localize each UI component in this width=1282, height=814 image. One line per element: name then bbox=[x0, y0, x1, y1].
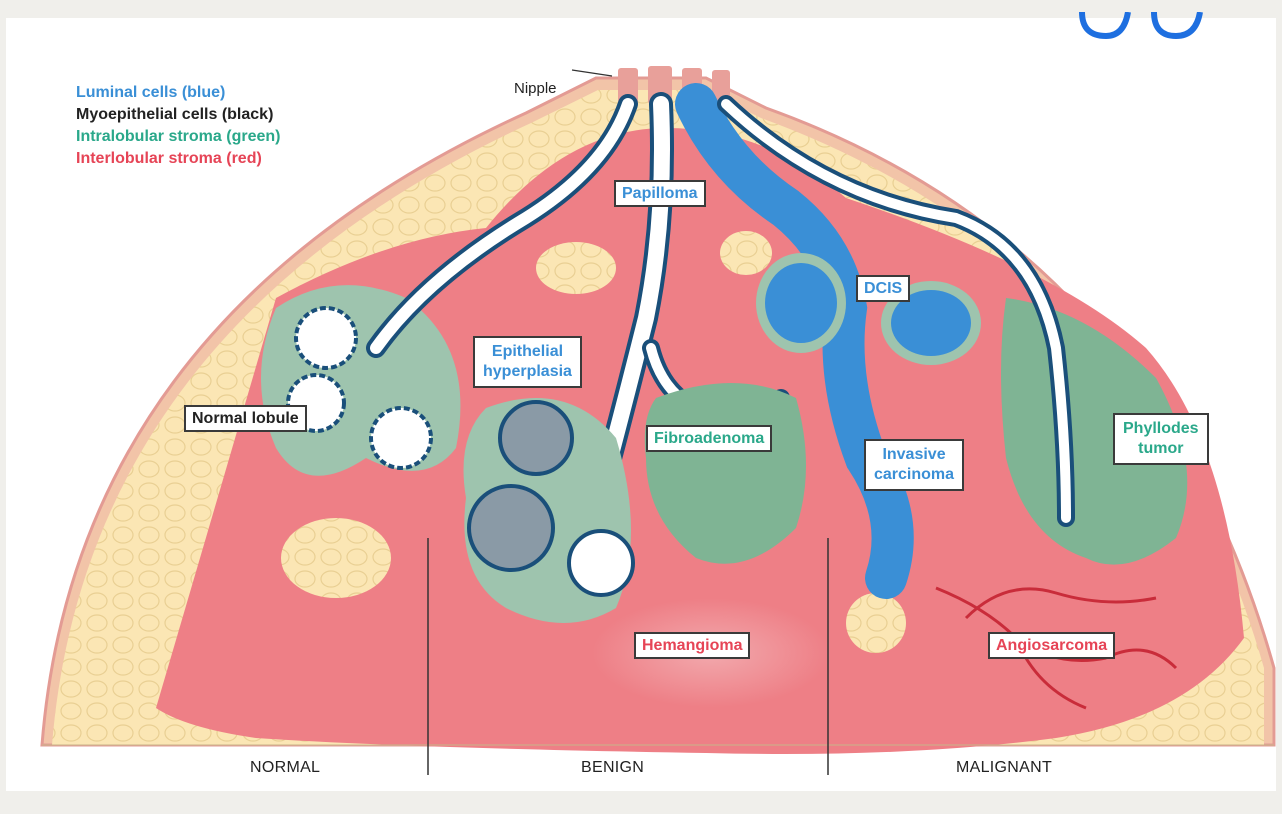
legend: Luminal cells (blue) Myoepithelial cells… bbox=[76, 82, 280, 170]
hyperplasia-acinus bbox=[569, 531, 633, 595]
label-normal-lobule: Normal lobule bbox=[184, 405, 307, 432]
legend-myoepithelial: Myoepithelial cells (black) bbox=[76, 104, 280, 126]
legend-luminal: Luminal cells (blue) bbox=[76, 82, 280, 104]
legend-intralobular: Intralobular stroma (green) bbox=[76, 126, 280, 148]
nipple-leader bbox=[572, 70, 612, 76]
nipple-label: Nipple bbox=[514, 80, 557, 97]
legend-interlobular: Interlobular stroma (red) bbox=[76, 148, 280, 170]
label-epithelial-hyperplasia: Epithelial hyperplasia bbox=[473, 336, 582, 388]
logo-mark bbox=[1076, 12, 1236, 42]
label-angiosarcoma: Angiosarcoma bbox=[988, 632, 1115, 659]
label-epithelial-line2: hyperplasia bbox=[483, 362, 572, 382]
label-phyllodes-line1: Phyllodes bbox=[1123, 419, 1199, 439]
label-fibroadenoma: Fibroadenoma bbox=[646, 425, 772, 452]
label-invasive-line1: Invasive bbox=[874, 445, 954, 465]
label-hemangioma: Hemangioma bbox=[634, 632, 750, 659]
label-phyllodes-line2: tumor bbox=[1123, 439, 1199, 459]
acinus bbox=[371, 408, 431, 468]
label-phyllodes-tumor: Phyllodes tumor bbox=[1113, 413, 1209, 465]
fat-island bbox=[846, 593, 906, 653]
label-papilloma: Papilloma bbox=[614, 180, 706, 207]
hyperplasia-acinus bbox=[469, 486, 553, 570]
section-benign: BENIGN bbox=[581, 759, 644, 777]
label-invasive-carcinoma: Invasive carcinoma bbox=[864, 439, 964, 491]
label-epithelial-line1: Epithelial bbox=[483, 342, 572, 362]
fat-island bbox=[536, 242, 616, 294]
label-dcis: DCIS bbox=[856, 275, 910, 302]
hyperplasia-acinus bbox=[500, 402, 572, 474]
fat-island bbox=[720, 231, 772, 275]
label-invasive-line2: carcinoma bbox=[874, 465, 954, 485]
breast-pathology-figure: Luminal cells (blue) Myoepithelial cells… bbox=[6, 18, 1276, 791]
acinus bbox=[296, 308, 356, 368]
section-normal: NORMAL bbox=[250, 759, 320, 777]
section-malignant: MALIGNANT bbox=[956, 759, 1052, 777]
fat-island bbox=[281, 518, 391, 598]
dcis-lobule-inner bbox=[765, 263, 837, 343]
